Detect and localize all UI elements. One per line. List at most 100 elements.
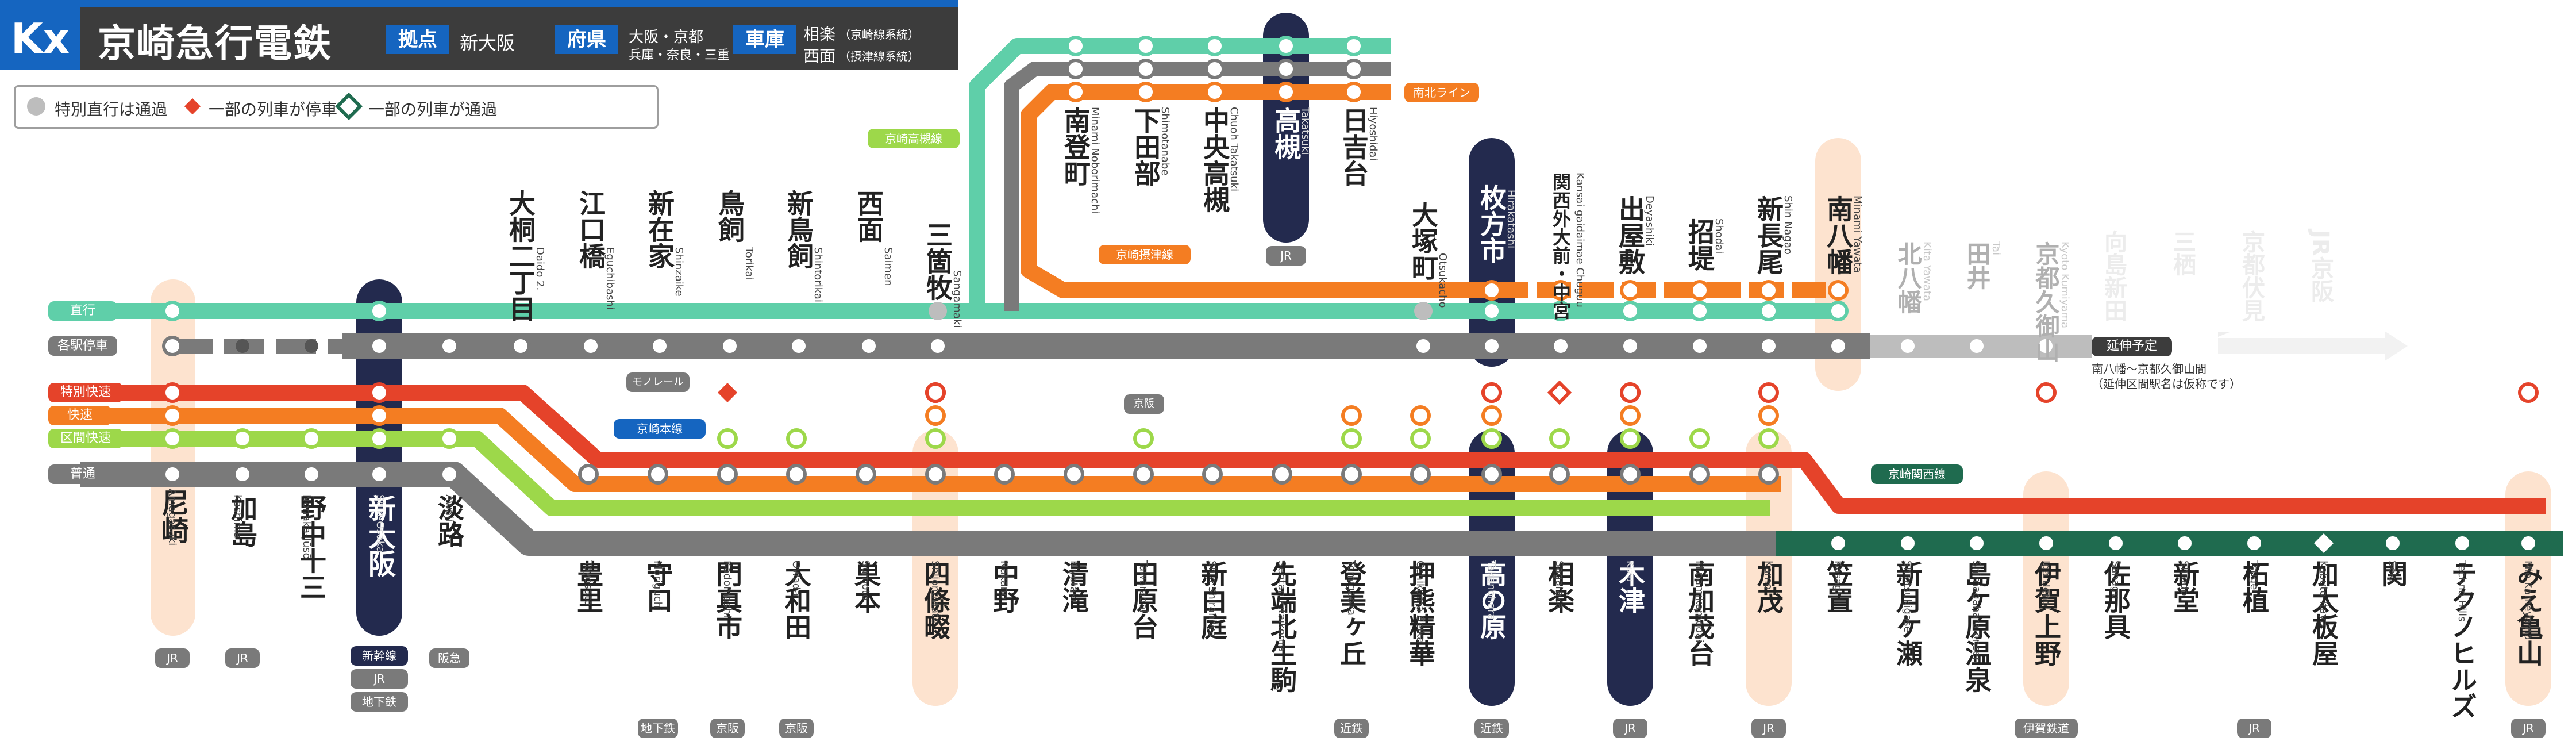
stop-ka-shintsukigase xyxy=(1897,533,1918,554)
station-roman-shintsukigase: Shintsukigase xyxy=(1901,560,1913,633)
highlight-shijonawate xyxy=(912,430,958,706)
station-name-shinshiraniwa: 新白庭 xyxy=(1197,560,1228,640)
stop-s2-minamitoyo xyxy=(1065,59,1086,79)
stop-fu-shijonawate xyxy=(925,464,946,485)
stop-kv-amagasaki xyxy=(162,428,183,449)
station-name-nonakajuso: 野中十三 xyxy=(296,494,327,600)
transfer-badge-jr: JR xyxy=(225,648,260,668)
station-name-shinosaka: 新大阪 xyxy=(363,494,395,577)
stop-kv-minamikamo xyxy=(1689,428,1710,449)
station-roman-moriguchi: Moriguchi xyxy=(652,560,664,612)
stop-kk-degeshiki xyxy=(1620,336,1641,356)
station-roman-chuotakatsuki: Chuoh Takatsuki xyxy=(1228,107,1240,191)
stop-ks-kizu xyxy=(1620,405,1641,426)
highlight-amagasaki xyxy=(151,279,195,636)
station-name-kameyama: みえ亀山 xyxy=(2513,560,2544,666)
line-tokkai xyxy=(80,385,2546,514)
legend-pass: 特別直行は通過 xyxy=(55,100,168,119)
stop-ka-seki xyxy=(2382,533,2403,554)
stop-ck-kansaigaidai xyxy=(1550,301,1571,321)
station-name-sanagu: 佐那具 xyxy=(2100,560,2131,640)
stop-ka-kasagi xyxy=(1828,533,1849,554)
station-roman-shijonawate: Shijonawate xyxy=(929,560,941,624)
highlight-kizu xyxy=(1607,430,1653,706)
stop-ck-minamiyawata xyxy=(1828,301,1849,321)
station-roman-daido: Daido 2. xyxy=(534,247,546,291)
station-name-tsuge: 柘植 xyxy=(2239,560,2270,613)
station-roman-sumoto: Sumoto xyxy=(860,560,872,601)
stop-ck-sangamaki xyxy=(929,302,947,320)
stop-fu-owada xyxy=(786,464,807,485)
stop-ck-amagasaki xyxy=(162,301,183,321)
station-roman-degeshiki: Deyashiki xyxy=(1643,195,1655,246)
station-name-minamitoyo: 南登町 xyxy=(1060,107,1091,186)
extension-title: 延伸予定 xyxy=(2092,337,2172,356)
station-name-sangamaki: 三箇牧 xyxy=(922,221,953,301)
stop-fu-takanohara xyxy=(1481,464,1502,485)
stop-kv-awaji xyxy=(439,428,460,449)
tag-settsu-line: 京崎摂津線 xyxy=(1099,245,1191,264)
station-roman-otsukacho: Otsukacho xyxy=(1437,253,1449,308)
stop-kv-tomigaoka xyxy=(1341,428,1362,449)
stop-kk-shinzaike xyxy=(649,336,670,356)
line-kukan xyxy=(80,431,1770,516)
tag-nanboku-line: 南北ライン xyxy=(1404,83,1479,102)
station-name-tawaradai: 田原台 xyxy=(1128,560,1159,640)
pass-circle-icon xyxy=(27,97,45,116)
stop-kv-kizu xyxy=(1620,428,1641,449)
stop-kv-sagaraka xyxy=(1549,428,1570,449)
transfer-badge-jr: JR xyxy=(1266,246,1306,266)
station-name-kizu: 木津 xyxy=(1615,560,1646,613)
station-stops xyxy=(162,36,2539,554)
highlight-minamiyawata xyxy=(1815,138,1861,391)
stop-s2-takatsuki xyxy=(1276,59,1296,79)
line-futsu xyxy=(80,462,1776,556)
stop-tk-kameyama xyxy=(2518,382,2539,403)
station-name-saimen: 西面 xyxy=(853,190,884,243)
station-roman-iga: Iga Ueno xyxy=(2040,560,2052,607)
station-name-shimotabe: 下田部 xyxy=(1130,107,1161,186)
tag-takatsuki-line: 京崎高槻線 xyxy=(868,129,960,148)
stop-kk-sangamaki xyxy=(927,336,948,356)
stop-ck-otsukacho xyxy=(1414,302,1433,320)
stop-ka-kameyama xyxy=(2518,533,2539,554)
highlight-kamo xyxy=(1746,430,1792,706)
station-roman-shinzaike: Shinzaike xyxy=(673,247,685,297)
legend-some-pass: 一部の列車が通過 xyxy=(368,100,498,119)
station-name-kiyotaki: 清滝 xyxy=(1058,560,1089,613)
stop-fu-oshikuma xyxy=(1410,464,1431,485)
station-name-chuotakatsuki: 中央高槻 xyxy=(1199,107,1230,213)
stop-s2-hiyoshidai xyxy=(1343,59,1364,79)
depot-1-note: （京崎線系統） xyxy=(839,28,919,41)
stop-ka-tsuge xyxy=(2244,533,2265,554)
depot-1: 相楽 xyxy=(803,25,836,44)
station-name-toyosato: 豊里 xyxy=(573,560,604,613)
stop-kk-kansaigaidai xyxy=(1550,336,1571,356)
ghost-station-g1: 向島新田 xyxy=(2100,230,2127,322)
station-roman-awaji: Awaji xyxy=(443,494,455,522)
station-roman-shinnagao: Shin Nagao xyxy=(1782,195,1794,255)
station-name-sumoto: 巣本 xyxy=(850,560,881,613)
station-roman-kyotokumiyama: Kyoto Kumiyama xyxy=(2059,241,2071,329)
station-roman-tawaradai: Tawaradai xyxy=(1137,560,1149,613)
station-roman-torikai: Torikai xyxy=(743,247,755,281)
stop-tk-amagasaki xyxy=(162,382,183,403)
extension-note2: （延伸区間駅名は仮称です） xyxy=(2092,377,2241,391)
line-kaisoku xyxy=(80,408,1781,492)
station-name-oshikuma: 押熊精華 xyxy=(1405,560,1436,666)
station-roman-amagasaki: Amagasaki xyxy=(166,489,178,546)
station-roman-hirakatashi: Hirakatashi xyxy=(1505,190,1517,248)
transfer-badge-jr: JR xyxy=(1751,719,1786,738)
transfer-badge-jr: JR xyxy=(155,648,190,668)
stop-fu-tawaradai xyxy=(1133,464,1154,485)
stop-fu-shinshiraniwa xyxy=(1202,464,1223,485)
station-roman-saimen: Saimen xyxy=(882,247,894,286)
highlight-takanohara xyxy=(1469,430,1515,706)
stop-or-shodai xyxy=(1689,280,1710,301)
station-name-owada: 大和田 xyxy=(781,560,812,640)
station-name-degeshiki: 出屋敷 xyxy=(1615,195,1646,275)
stop-kv-shijonawate xyxy=(925,428,946,449)
company-name: 京崎急行電鉄 xyxy=(98,21,332,66)
stop-kv-tawaradai xyxy=(1133,428,1154,449)
ghost-station-g3: 京都伏見 xyxy=(2238,230,2265,322)
